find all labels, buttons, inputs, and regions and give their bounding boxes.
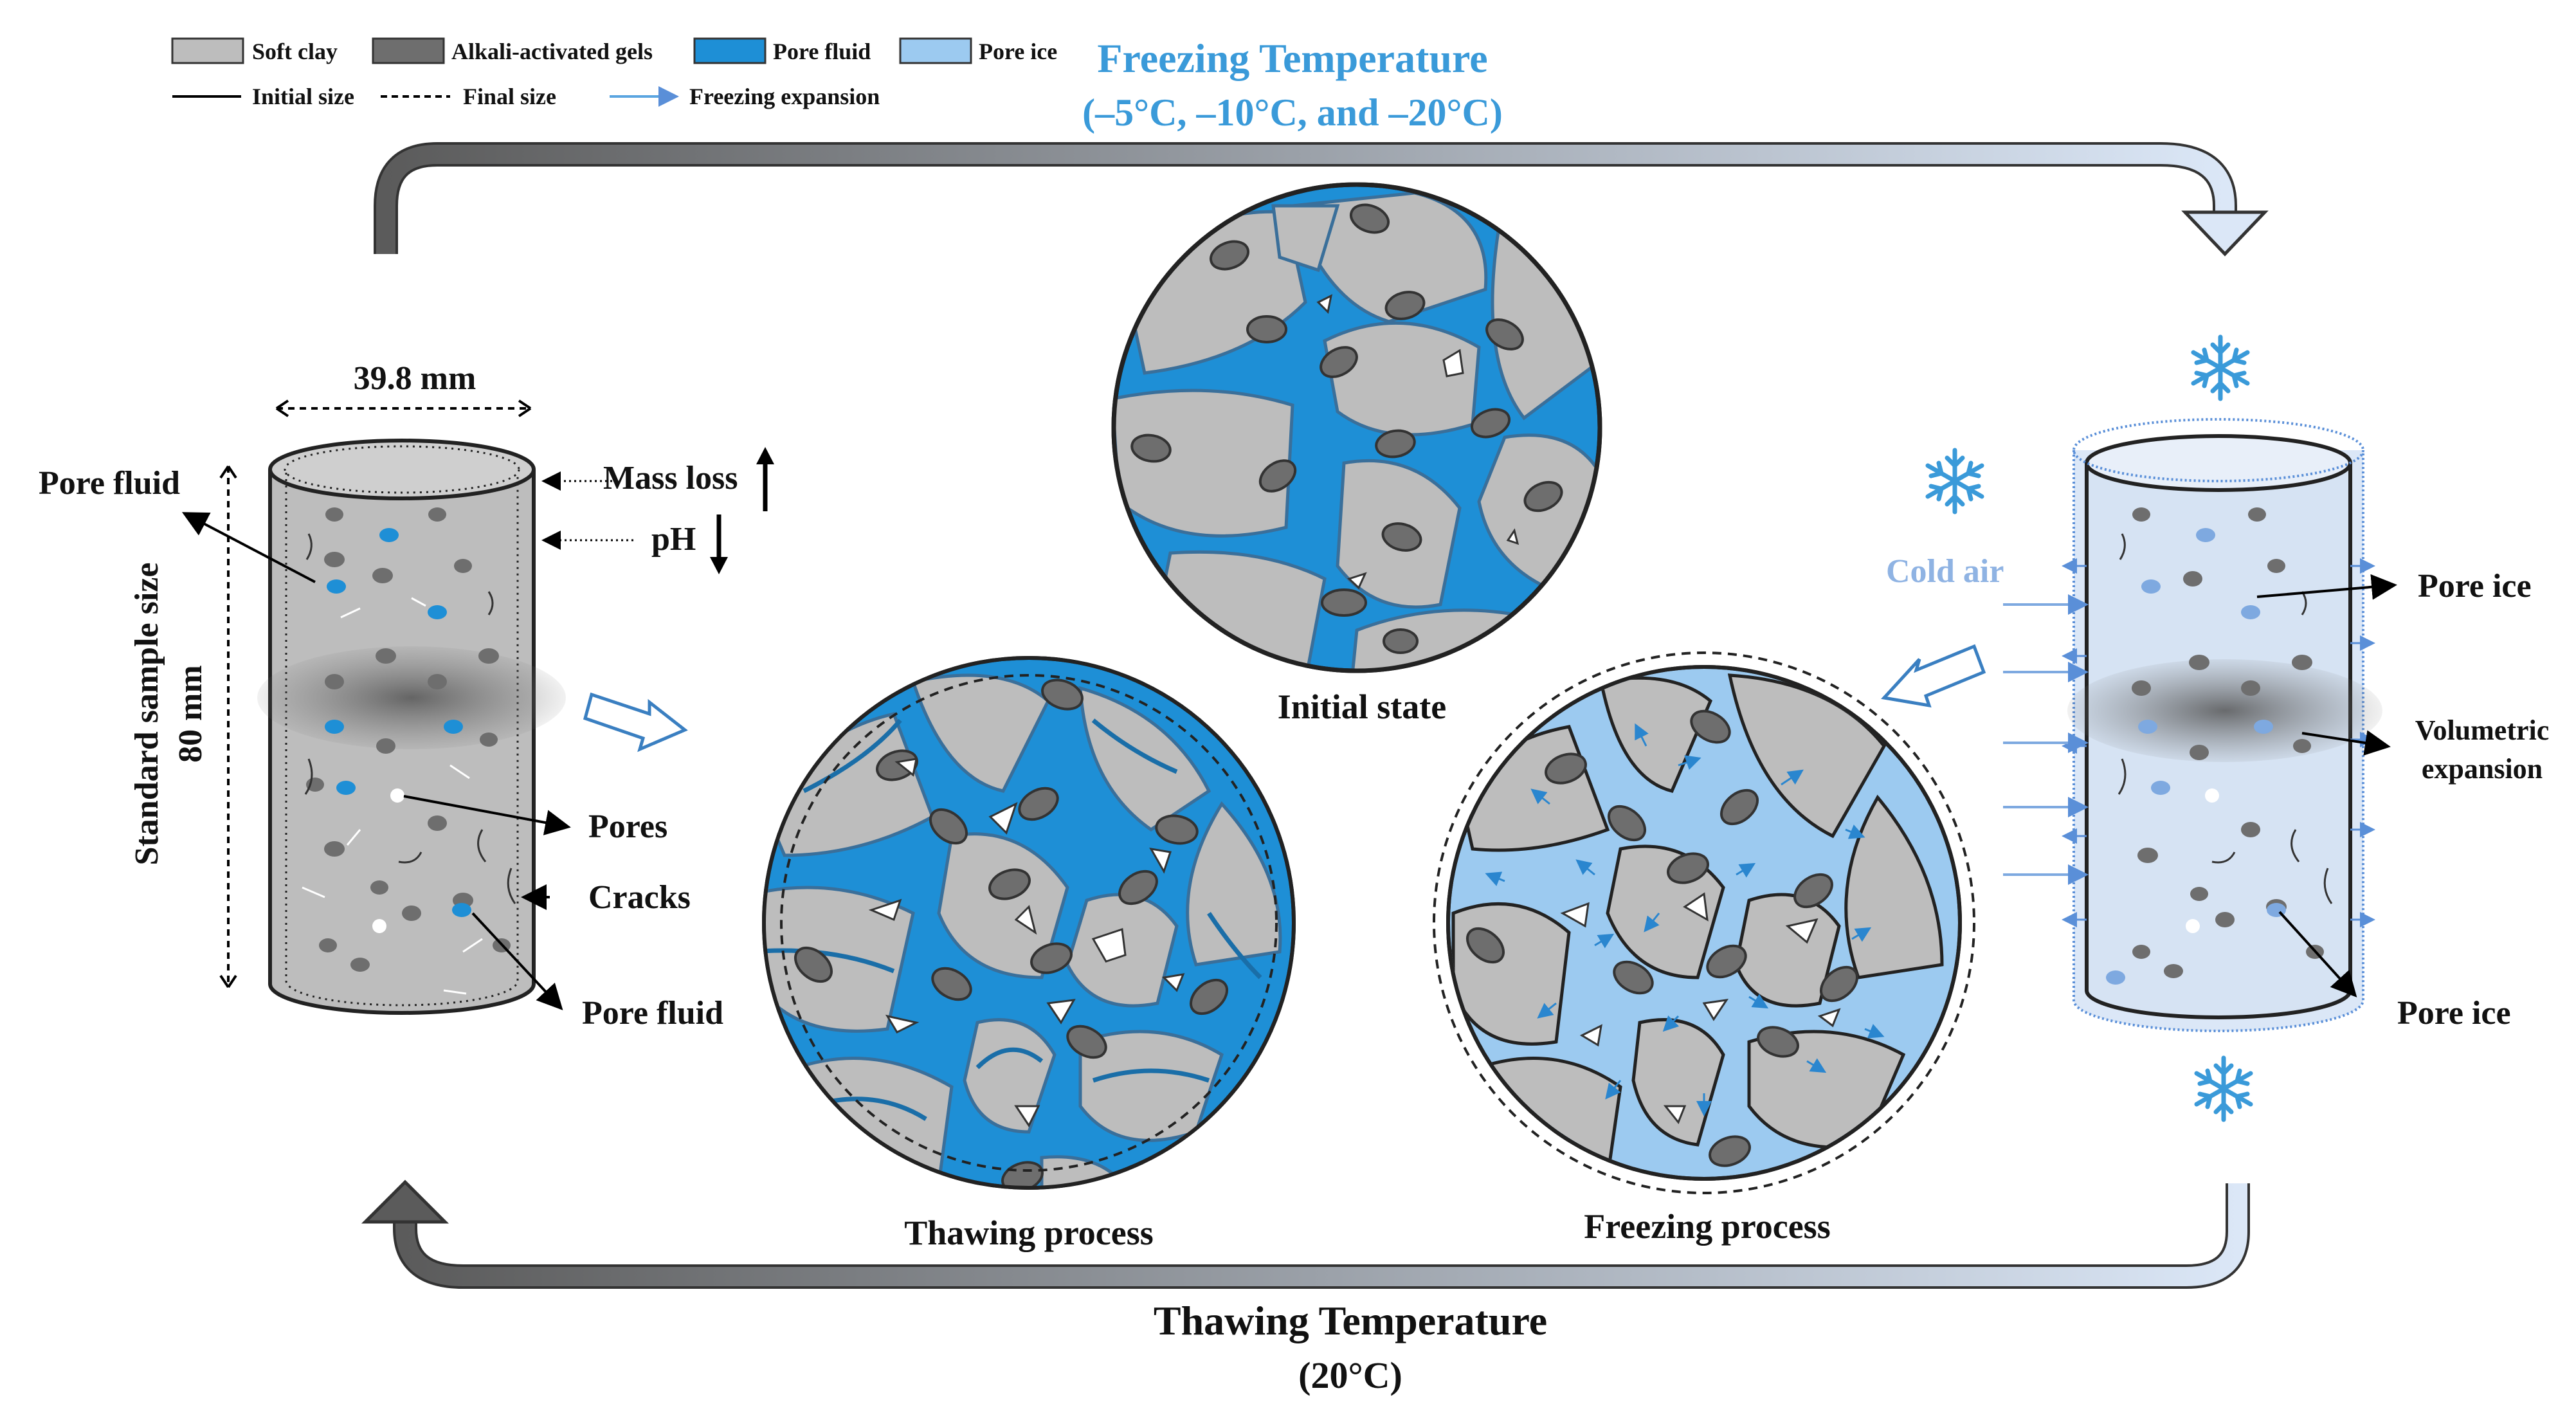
arrow-up-icon: [756, 447, 774, 511]
pore-fluid-bottom-label: Pore fluid: [582, 995, 723, 1032]
pore-fluid-bottom-pointer: [471, 912, 563, 1010]
ph-label: pH: [651, 521, 696, 558]
cold-air-label: Cold air: [1886, 553, 2004, 590]
pore-ice-pointer: [2256, 574, 2397, 600]
snowflake-icon: [2191, 334, 2250, 401]
height-dimension: [219, 465, 237, 988]
thawing-range: (20°C): [1298, 1354, 1402, 1396]
mass-loss-label: Mass loss: [603, 460, 738, 496]
legend-gels-swatch: [372, 37, 445, 64]
sample-cracks: [302, 533, 516, 995]
freezing-range: (–5°C, –10°C, and –20°C): [1082, 91, 1503, 134]
size-label: Standard sample size: [129, 563, 165, 866]
width-dimension: [275, 399, 532, 417]
sample-particles: [306, 507, 511, 972]
width-label: 39.8 mm: [354, 360, 476, 397]
thawing-title: Thawing Temperature: [1154, 1298, 1547, 1343]
legend-freezing-expansion: Freezing expansion: [689, 84, 880, 109]
pore-ice-label: Pore ice: [2418, 568, 2532, 605]
freezing-label: Freezing process: [1584, 1207, 1830, 1246]
thawing-circle: [762, 656, 1296, 1190]
hollow-arrow-icon: [583, 692, 688, 752]
frozen-cylinder: [2062, 418, 2382, 1032]
pore-fluid-pointer: [181, 512, 316, 583]
cracks-label: Cracks: [588, 879, 691, 916]
cold-air-arrows: [2003, 594, 2089, 885]
legend-pore-ice-swatch: [899, 37, 972, 64]
legend-soft-clay: Soft clay: [252, 39, 338, 64]
hollow-arrow-icon: [1881, 644, 1986, 708]
legend-final-size: Final size: [463, 84, 556, 109]
legend-pore-fluid-swatch: [693, 37, 766, 64]
pores-pointer: [403, 795, 571, 835]
pore-ice-bottom-label: Pore ice: [2397, 995, 2511, 1032]
thaw-cycle-arrow: [361, 1179, 2250, 1289]
snowflake-icon: [2194, 1055, 2253, 1122]
sample-pore-fluid-dots: [325, 528, 471, 917]
volumetric-pointer: [2301, 730, 2391, 756]
initial-state-label: Initial state: [1278, 687, 1447, 726]
pore-ice-bottom-pointer: [2278, 911, 2357, 997]
legend-soft-clay-swatch: [171, 37, 244, 64]
frozen-pores: [2186, 788, 2219, 933]
arrow-down-icon: [710, 514, 728, 574]
legend-initial-size: Initial size: [252, 84, 354, 109]
height-label: 80 mm: [172, 665, 209, 763]
freeze-cycle-arrow: [374, 142, 2269, 257]
snowflake-icon: [1925, 448, 1984, 514]
volumetric-label: Volumetric: [2415, 715, 2550, 746]
initial-state-circle: [1111, 182, 1602, 673]
pores-label: Pores: [588, 808, 667, 845]
legend: Soft clay Alkali-activated gels Pore flu…: [171, 37, 1057, 109]
freezing-title: Freezing Temperature: [1097, 35, 1487, 81]
legend-pore-ice: Pore ice: [979, 39, 1057, 64]
expansion-label: expansion: [2422, 753, 2543, 785]
legend-gels: Alkali-activated gels: [451, 39, 653, 64]
freezing-circle: [1433, 651, 1975, 1194]
thawing-label: Thawing process: [904, 1214, 1154, 1252]
pore-fluid-label: Pore fluid: [39, 465, 180, 502]
sample-cylinder: [257, 439, 566, 1015]
legend-pore-fluid: Pore fluid: [773, 39, 871, 64]
sample-pores: [372, 788, 404, 933]
